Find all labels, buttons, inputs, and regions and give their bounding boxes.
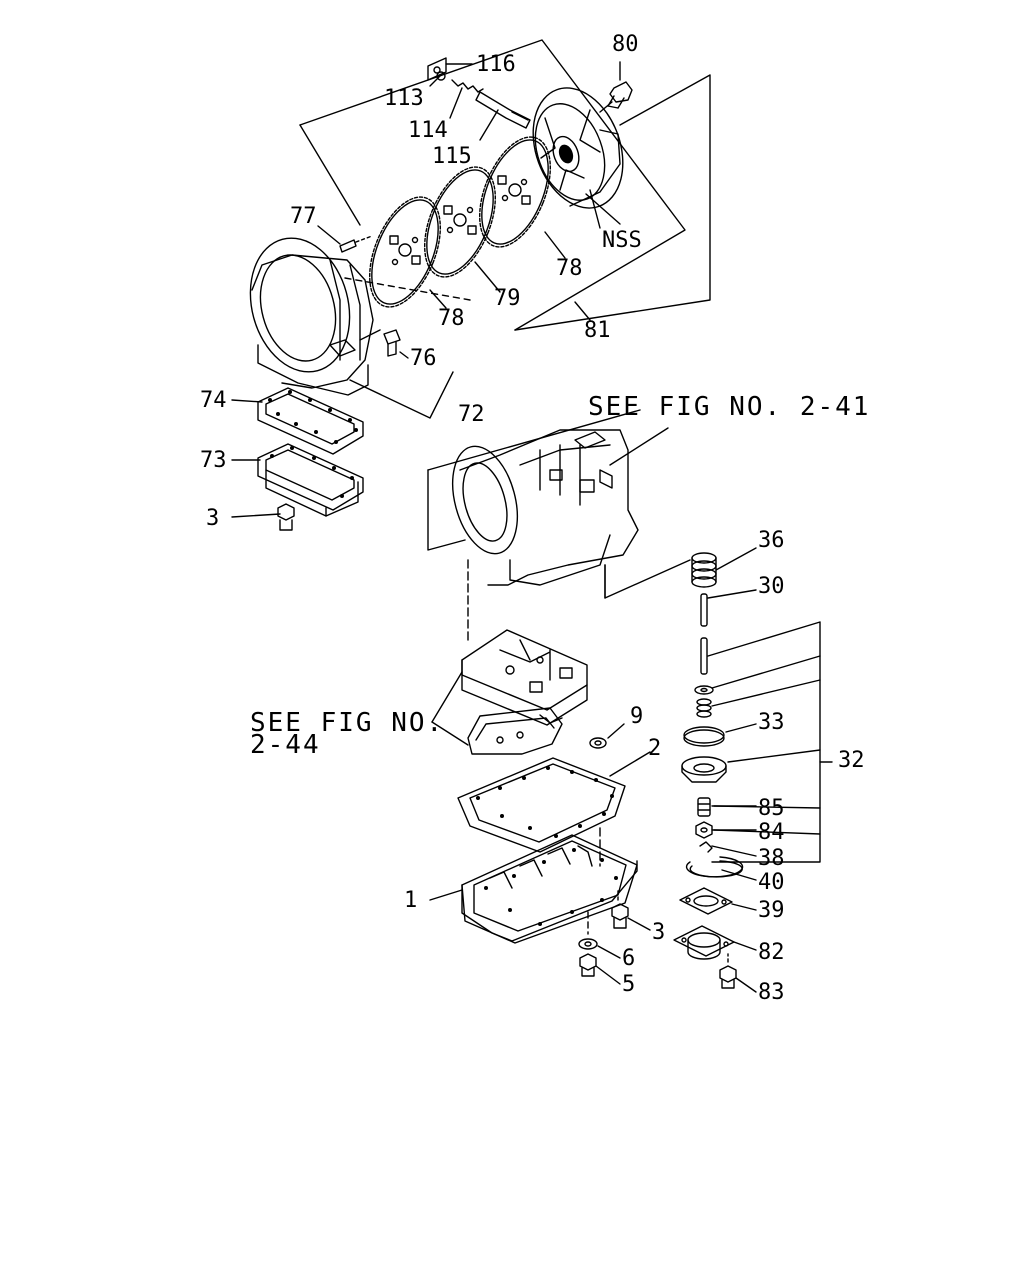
callout-3-housing: 3 (206, 506, 220, 531)
see-fig-2-44-line2: 2-44 (250, 730, 321, 760)
callout-80: 80 (612, 32, 639, 57)
callout-6: 6 (622, 946, 636, 971)
leader-72-bracket (349, 371, 454, 419)
callout-78-right: 78 (556, 256, 583, 281)
leader-fig-2-44-a (431, 671, 463, 723)
callout-115: 115 (432, 144, 472, 169)
pan-gasket-2 (457, 757, 626, 853)
callout-40: 40 (758, 870, 785, 895)
pan-bolt-3 (611, 889, 629, 929)
callout-84: 84 (758, 820, 785, 845)
oil-pan-73 (257, 443, 364, 517)
callout-9: 9 (630, 704, 644, 729)
callout-114: 114 (408, 118, 448, 143)
transmission-case (427, 409, 691, 599)
see-fig-2-44-line1: SEE FIG NO. (250, 708, 445, 738)
oil-strainer (467, 707, 563, 755)
callout-76: 76 (410, 346, 437, 371)
snap-ring-40 (685, 856, 744, 878)
gasket-74 (257, 387, 364, 455)
accumulator-piston (681, 756, 727, 783)
bolt-80 (599, 81, 633, 113)
cover-82 (673, 925, 735, 960)
leader-fig-2-41 (609, 427, 669, 466)
washer-9 (589, 737, 607, 749)
callout-72: 72 (458, 402, 485, 427)
callout-78-left: 78 (438, 306, 465, 331)
leader-fig-2-44-b (431, 721, 469, 746)
callout-79: 79 (494, 286, 521, 311)
callout-32: 32 (838, 748, 865, 773)
clip-38 (699, 841, 713, 853)
clutch-plate-79 (424, 166, 496, 278)
callout-116: 116 (476, 52, 516, 77)
callout-83: 83 (758, 980, 785, 1005)
small-spring (696, 698, 712, 718)
small-parts-116-113-114-115 (427, 57, 531, 129)
washer-6 (578, 938, 598, 950)
pin-30 (700, 593, 708, 627)
oil-pump-body (532, 87, 624, 225)
callout-38: 38 (758, 846, 785, 871)
clutch-disc-78-right (479, 136, 551, 248)
callout-74: 74 (200, 388, 227, 413)
callout-82: 82 (758, 940, 785, 965)
piston-rod (700, 637, 708, 675)
callout-nss: NSS (602, 228, 642, 253)
sleeve-85 (697, 797, 711, 817)
callout-33: 33 (758, 710, 785, 735)
callout-36: 36 (758, 528, 785, 553)
drain-plug-5 (579, 953, 597, 977)
callout-81: 81 (584, 318, 611, 343)
small-washer (694, 685, 714, 695)
clutch-disc-78-left (369, 196, 441, 308)
screw-77 (339, 235, 373, 253)
drain-bolt-3 (277, 503, 295, 531)
leader-lines (231, 61, 757, 993)
pump-assembly-frame (299, 39, 711, 331)
callout-5: 5 (622, 972, 636, 997)
spring-36 (691, 552, 717, 588)
oil-pan-1 (461, 834, 638, 944)
callout-85: 85 (758, 796, 785, 821)
callout-2: 2 (648, 736, 662, 761)
callout-30: 30 (758, 574, 785, 599)
nut-84 (695, 821, 713, 839)
bolt-83 (719, 953, 737, 989)
seal-ring-33 (683, 726, 725, 747)
callout-113: 113 (384, 86, 424, 111)
callout-1: 1 (404, 888, 418, 913)
callout-3-pan: 3 (652, 920, 666, 945)
see-fig-2-41: SEE FIG NO. 2-41 (588, 392, 871, 422)
callout-77: 77 (290, 204, 317, 229)
callout-39: 39 (758, 898, 785, 923)
plug-76 (383, 329, 401, 357)
valve-body (461, 629, 588, 726)
gasket-39 (679, 887, 733, 915)
converter-housing-72 (249, 237, 381, 396)
callout-73: 73 (200, 448, 227, 473)
